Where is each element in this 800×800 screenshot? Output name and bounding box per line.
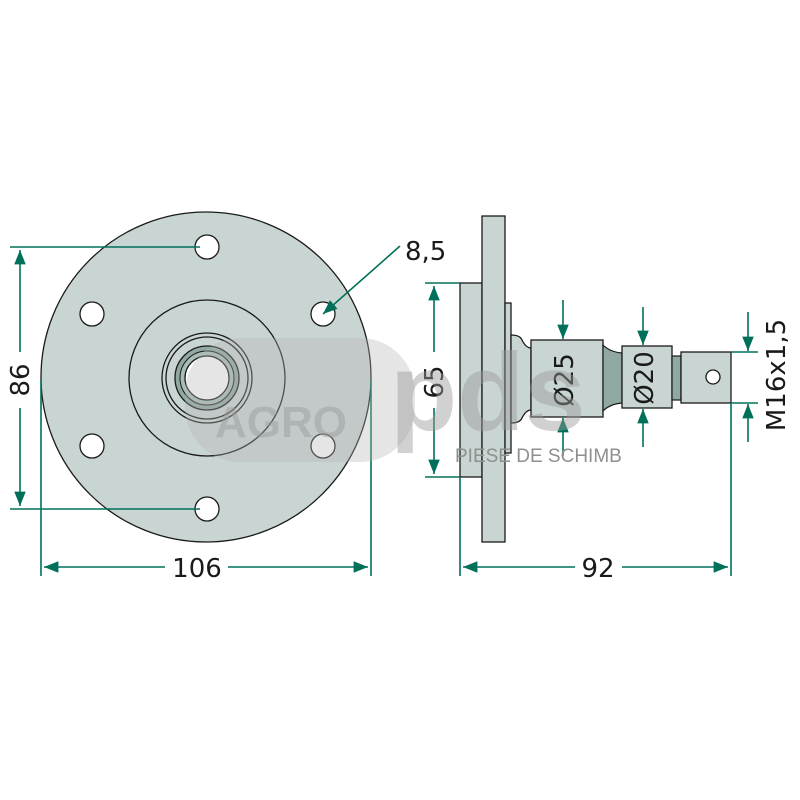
dimension-65: 65 [420,282,460,478]
front-view-flange [40,211,372,543]
shaft-diameter-1-label: Ø25 [550,353,580,407]
hub-label: 65 [420,365,450,398]
width-label: 106 [172,554,222,584]
watermark-brand-left: AGRO [215,398,347,447]
shaft-d20 [621,345,673,409]
dimension-hole-8-5: 8,5 [322,237,446,315]
watermark-brand-right: pds [390,331,586,454]
side-view-shaft [459,215,732,543]
bolt-hole [79,433,105,459]
length-label: 92 [581,554,614,584]
bolt-hole [79,301,105,327]
shaft-d25 [530,339,604,418]
shaft-diameter-2-label: Ø20 [630,351,660,405]
thread-label: M16x1,5 [762,319,792,431]
dimension-d25: Ø25 [550,300,580,456]
center-bore [184,355,230,401]
watermark-logo: AGRO pds PIESE DE SCHIMB [185,331,622,467]
dimension-thread: M16x1,5 [731,312,792,442]
hole-label: 8,5 [405,237,446,267]
cotter-pin-hole [705,369,721,385]
dimension-92: 92 [459,403,732,584]
height-label: 86 [6,363,36,396]
watermark-tagline: PIESE DE SCHIMB [455,446,622,467]
dimension-106: 106 [40,380,372,584]
dimension-d20: Ø20 [630,307,660,447]
bolt-hole [310,433,336,459]
